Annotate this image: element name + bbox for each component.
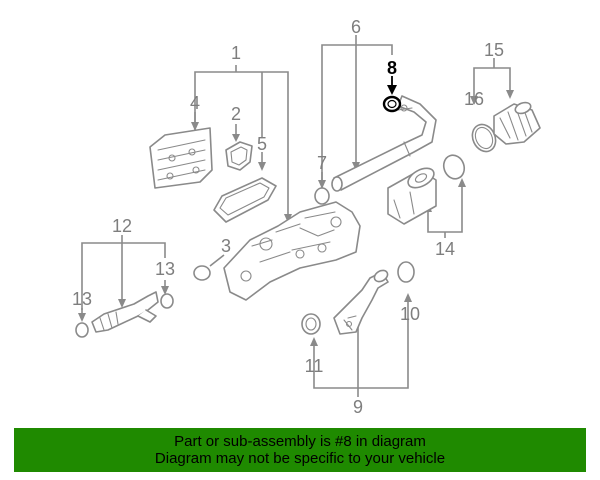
filter-cap-part-15: [493, 101, 541, 145]
callout-numbers: 1 2 3 4 5 6 7 8 9 10 11 12 13 13 14 15 1…: [72, 17, 504, 417]
callout-13-right: 13: [155, 259, 175, 279]
o-ring-part-10: [397, 261, 415, 283]
banner-line-1: Part or sub-assembly is #8 in diagram: [174, 433, 426, 450]
callout-16: 16: [464, 89, 484, 109]
callout-11: 11: [305, 356, 324, 376]
callout-1: 1: [231, 43, 241, 63]
gasket-part-2: [225, 141, 253, 171]
oil-filter-housing-part-1: [223, 201, 361, 301]
coolant-pipe-part-12: [91, 291, 159, 333]
o-ring-part-11: [301, 313, 321, 335]
oil-filter-part-14: [387, 167, 437, 225]
callout-14: 14: [435, 239, 455, 259]
banner-line-2: Diagram may not be specific to your vehi…: [154, 450, 446, 467]
callout-8: 8: [387, 58, 397, 78]
callout-15: 15: [484, 40, 504, 60]
info-banner: Part or sub-assembly is #8 in diagram Di…: [14, 428, 586, 472]
callout-3: 3: [221, 236, 231, 256]
callout-7: 7: [317, 153, 327, 173]
seal-part-8: [382, 95, 402, 113]
o-ring-part-3: [193, 265, 211, 281]
callout-9: 9: [353, 397, 363, 417]
oil-cooler-part-4: [149, 127, 213, 189]
callout-12: 12: [112, 216, 132, 236]
callout-5: 5: [257, 134, 267, 154]
o-ring-part-16: [471, 123, 497, 153]
callout-4: 4: [190, 93, 200, 113]
callout-13-left: 13: [72, 289, 92, 309]
elbow-pipe-part-9: [333, 269, 389, 335]
callout-10: 10: [400, 304, 420, 324]
callout-2: 2: [231, 104, 241, 124]
filter-o-ring-part-14: [442, 154, 466, 180]
callout-6: 6: [351, 17, 361, 37]
parts-diagram: 1 2 3 4 5 6 7 8 9 10 11 12 13 13 14 15 1…: [72, 17, 541, 417]
o-ring-part-7: [314, 187, 330, 205]
oil-tube-part-6: [331, 95, 437, 192]
gasket-part-5: [213, 177, 277, 223]
o-ring-part-13-left: [75, 322, 89, 338]
o-ring-part-13-right: [160, 293, 174, 309]
